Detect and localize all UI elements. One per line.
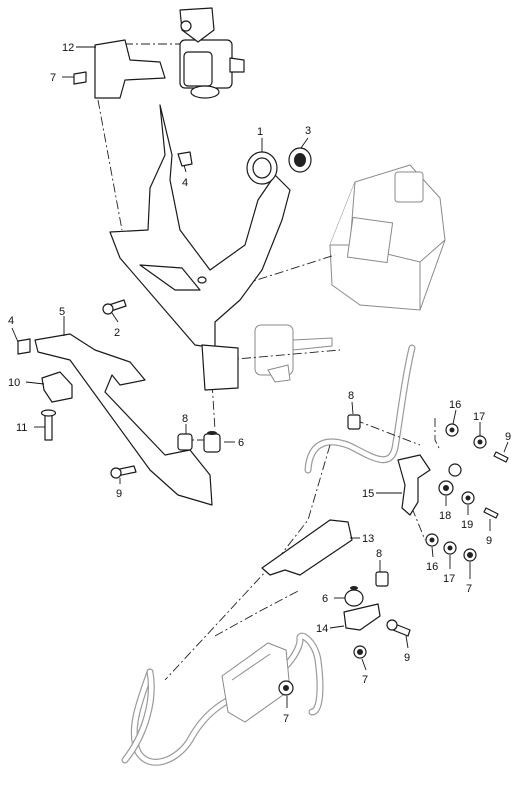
pump-bracket	[94, 39, 166, 99]
callout-11: 11	[16, 422, 27, 434]
washer-17-lower	[443, 541, 457, 555]
coolant-hose-upper	[304, 344, 416, 474]
coolant-hose-lower	[121, 632, 324, 766]
nut-8-left	[177, 433, 193, 451]
callout-12: 12	[62, 42, 74, 54]
callout-9: 9	[486, 535, 492, 547]
callout-8: 8	[348, 390, 354, 402]
leader-lines	[11, 46, 509, 708]
callout-9: 9	[404, 652, 410, 664]
pump-assembly	[179, 7, 245, 99]
callout-labels: 12 7 1 3 4 2 4 5 10 11 8 6 9 8 16 17 9 1…	[8, 42, 511, 725]
washer-16-upper	[445, 423, 459, 437]
callout-10: 10	[8, 377, 20, 389]
auxiliary-heater-unit	[329, 164, 446, 311]
callout-16: 16	[449, 399, 461, 411]
exhaust-muffler	[221, 642, 291, 723]
washer-18	[438, 480, 454, 496]
lower-bracket-5	[34, 333, 213, 506]
bolt-11	[40, 409, 57, 441]
bolt-8-lower	[375, 571, 389, 587]
callout-5: 5	[59, 306, 65, 318]
bracket-15	[397, 454, 462, 516]
callout-7: 7	[283, 713, 289, 725]
callout-7: 7	[50, 72, 56, 84]
relay-module	[201, 344, 239, 391]
callout-14: 14	[316, 623, 328, 635]
callout-4: 4	[8, 315, 14, 327]
callout-9: 9	[116, 488, 122, 500]
nut-7-lower	[353, 645, 367, 659]
callout-13: 13	[362, 533, 374, 545]
bolt-8-right	[347, 414, 361, 430]
coolant-pump-ghost	[254, 324, 333, 383]
washer-19	[461, 491, 475, 505]
screw-9-mid-right	[483, 507, 499, 519]
callout-7: 7	[362, 674, 368, 686]
callout-8: 8	[376, 548, 382, 560]
callout-18: 18	[439, 510, 451, 522]
callout-15: 15	[362, 488, 374, 500]
callout-8: 8	[182, 413, 188, 425]
grommet-1	[246, 151, 278, 185]
mount-6-lower	[344, 586, 364, 607]
washer-16-lower	[425, 533, 439, 547]
callout-17: 17	[473, 411, 485, 423]
callout-1: 1	[257, 126, 263, 138]
screw-9-upper-right	[493, 451, 509, 463]
callout-3: 3	[305, 125, 311, 137]
washer-17-upper	[473, 435, 487, 449]
nut-7-bottom	[278, 680, 294, 696]
bracket-14	[343, 603, 381, 631]
callout-16: 16	[426, 561, 438, 573]
screw-2	[102, 299, 127, 315]
callout-6: 6	[322, 593, 328, 605]
callout-4: 4	[182, 177, 188, 189]
clip-7-top	[73, 71, 87, 85]
callout-2: 2	[114, 327, 120, 339]
plug-3	[288, 147, 312, 173]
callout-7: 7	[466, 583, 472, 595]
screw-9-lower	[386, 619, 411, 637]
bracket-13	[261, 519, 353, 576]
holder-10	[41, 371, 73, 403]
callout-19: 19	[461, 519, 473, 531]
screw-9-left	[110, 465, 137, 479]
nut-7-right	[463, 548, 477, 562]
callout-6: 6	[238, 437, 244, 449]
callout-9: 9	[505, 431, 511, 443]
mount-6-left	[203, 431, 221, 453]
clip-4-lower	[17, 338, 31, 355]
main-bracket	[109, 104, 291, 349]
callout-17: 17	[443, 573, 455, 585]
clip-4-upper	[177, 151, 193, 167]
